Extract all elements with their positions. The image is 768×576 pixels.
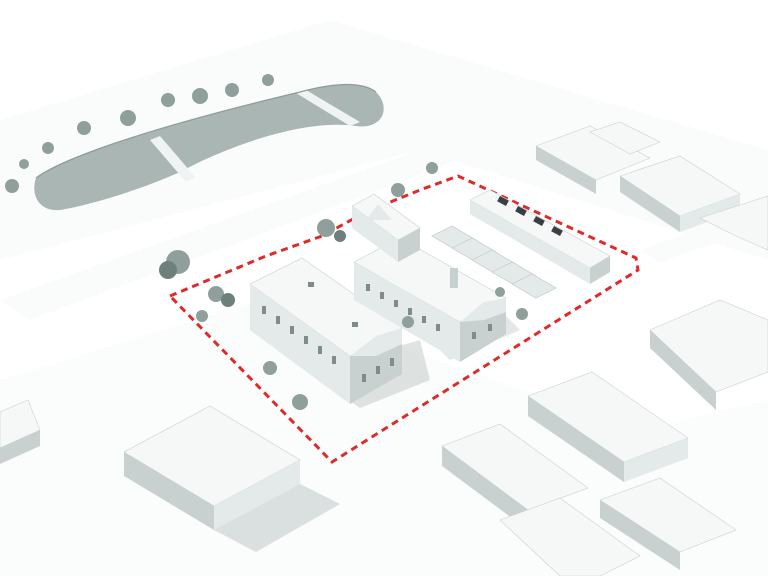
building-roof [441, 423, 589, 511]
tree [292, 394, 308, 410]
window [290, 326, 294, 334]
building-roof [589, 121, 661, 155]
sports-field-outer [34, 84, 384, 211]
building-wall [536, 146, 596, 194]
window [394, 300, 398, 307]
window [436, 324, 440, 331]
tree [42, 142, 54, 154]
wall [352, 206, 398, 262]
building-roof [499, 497, 641, 576]
solar-panel [515, 206, 527, 216]
wall-south [250, 284, 350, 404]
skylight [352, 322, 358, 327]
skylight [308, 282, 314, 287]
wall [590, 256, 610, 284]
tree [426, 162, 438, 174]
window [262, 306, 266, 314]
window [380, 292, 384, 299]
window [376, 366, 380, 374]
chimney [450, 268, 458, 288]
sports-field-divider-1 [150, 136, 196, 182]
window [408, 308, 412, 315]
window [422, 316, 426, 323]
building-wall [442, 446, 528, 530]
wall [398, 228, 420, 262]
solar-panel [497, 196, 509, 206]
gable [366, 204, 392, 220]
tree [516, 308, 528, 320]
window [472, 332, 476, 339]
window [276, 316, 280, 324]
sports-field-divider-2 [296, 90, 360, 126]
trees-site [159, 162, 528, 410]
window [362, 374, 366, 382]
tree [225, 83, 239, 97]
building-wall [620, 176, 680, 232]
tree [192, 88, 208, 104]
solar-panel [551, 226, 563, 236]
building-wall [624, 438, 688, 482]
tree [317, 219, 335, 237]
gable [350, 328, 402, 356]
window [488, 324, 492, 331]
tree [120, 110, 136, 126]
building-wall [124, 452, 214, 530]
chimney-house-north [351, 193, 421, 262]
window [318, 346, 322, 354]
tree [5, 179, 19, 193]
sports-field-edge [35, 83, 377, 179]
trees-north-row [5, 74, 274, 193]
site-boundary [167, 174, 640, 464]
tree [19, 159, 29, 169]
building-wall [650, 330, 716, 410]
building-wall [0, 430, 40, 464]
tree [159, 261, 177, 279]
ground-parcel-north [0, 20, 768, 260]
windows-central [366, 284, 492, 339]
apartment-block-west [249, 257, 403, 404]
tree [161, 93, 175, 107]
building-wall [214, 460, 300, 530]
window [366, 284, 370, 291]
tree [221, 293, 235, 307]
building-wall [528, 396, 624, 482]
tree [262, 74, 274, 86]
building-wall [680, 194, 740, 232]
solar-panel [533, 216, 545, 226]
wall-south [354, 262, 460, 362]
building-roof [649, 299, 768, 393]
window [304, 336, 308, 344]
surrounding-buildings-east [535, 121, 768, 410]
tree [77, 121, 91, 135]
gardens [431, 225, 557, 299]
window [390, 358, 394, 366]
road-north [0, 150, 460, 320]
sports-fields [34, 83, 384, 211]
building-wall [600, 500, 680, 570]
gable [460, 298, 506, 322]
tree [495, 287, 505, 297]
tree [402, 316, 414, 328]
windows-west [262, 306, 394, 382]
terraced-houses-east [431, 189, 611, 299]
wall [470, 200, 590, 284]
tree [263, 361, 277, 375]
surrounding-buildings-south [0, 371, 737, 576]
garden [511, 273, 557, 299]
tree [196, 310, 208, 322]
tree [208, 286, 224, 302]
tree [391, 183, 405, 197]
apartment-block-central [353, 237, 507, 362]
building-shadow [214, 484, 340, 552]
tree [334, 230, 346, 242]
building-roof [699, 195, 768, 251]
window [332, 356, 336, 364]
